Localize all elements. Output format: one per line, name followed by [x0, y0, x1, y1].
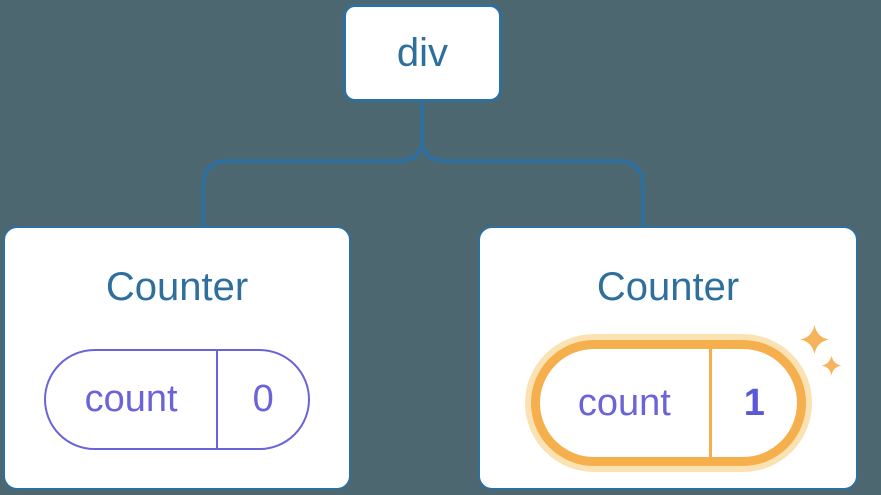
connector-right-branch [420, 99, 645, 229]
root-node-label: div [396, 30, 449, 75]
state-key-left: count [46, 351, 219, 448]
counter-card-left: Counter count 0 [3, 226, 351, 490]
state-pill-left: count 0 [44, 349, 310, 450]
sparkle-icon [799, 324, 830, 355]
connector-left-branch [201, 99, 424, 229]
sparkle-icon [821, 355, 842, 376]
component-title-right: Counter [596, 265, 740, 309]
counter-card-right: Counter count 1 [478, 226, 858, 490]
state-value-left: 0 [252, 378, 274, 420]
state-value-right: 1 [743, 381, 765, 424]
component-title-left: Counter [105, 265, 249, 309]
state-pill-highlight-halo: count 1 [524, 334, 812, 472]
root-node-div: div [343, 4, 502, 102]
state-key-right: count [540, 349, 713, 457]
state-pill-right: count 1 [530, 340, 806, 466]
